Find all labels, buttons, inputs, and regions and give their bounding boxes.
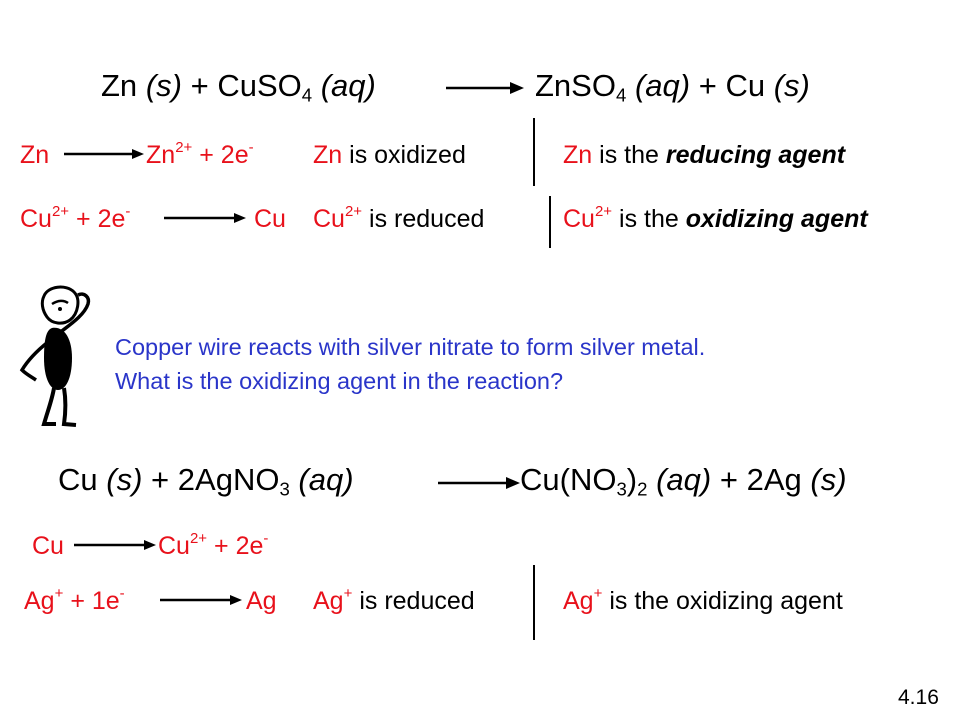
cu-half-reaction-rhs: Cu — [254, 205, 286, 233]
cu-half-reaction-lhs: Cu2+ + 2e- — [20, 202, 131, 233]
zn-half-reaction-lhs: Zn — [20, 141, 50, 169]
cu-formula: Cu — [725, 68, 766, 103]
cuso4-formula: CuSO4 — [217, 68, 313, 106]
reaction-arrow-1 — [446, 82, 524, 94]
plus-sign: + — [151, 462, 170, 497]
cu-reduced-statement: Cu2+ is reduced — [313, 202, 485, 233]
equation-2-products: Cu(NO3)2 (aq) + 2Ag (s) — [520, 462, 847, 498]
half-reaction-arrow-3 — [74, 540, 156, 550]
cuno32-formula: Cu(NO3)2 — [520, 462, 648, 500]
zn-formula: Zn — [101, 68, 138, 103]
state-aqueous: (aq) — [634, 68, 691, 103]
half-reaction-arrow-1 — [64, 149, 144, 159]
question-line-2: What is the oxidizing agent in the react… — [115, 368, 564, 394]
state-solid: (s) — [145, 68, 182, 103]
state-solid: (s) — [773, 68, 810, 103]
plus-sign: + — [190, 68, 209, 103]
question-text: Copper wire reacts with silver nitrate t… — [115, 330, 705, 398]
thinking-stick-figure-icon — [19, 285, 91, 427]
ag-reduced-statement: Ag+ is reduced — [313, 584, 475, 615]
slide-number: 4.16 — [898, 686, 939, 709]
cu-oxidation-rhs: Cu2+ + 2e- — [158, 529, 269, 560]
divider-line — [533, 565, 535, 640]
zn-half-reaction-rhs: Zn2+ + 2e- — [146, 138, 254, 169]
ag-oxidizing-agent-statement: Ag+ is the oxidizing agent — [563, 584, 843, 615]
ag-reduction-lhs: Ag+ + 1e- — [24, 584, 125, 615]
oxidizing-agent-statement: Cu2+ is the oxidizing agent — [563, 202, 868, 233]
reducing-agent-statement: Zn is the reducing agent — [563, 141, 846, 169]
agno3-formula: 2AgNO3 — [177, 462, 290, 500]
half-reaction-arrow-2 — [164, 213, 246, 223]
ag-formula: 2Ag — [746, 462, 802, 497]
state-solid: (s) — [106, 462, 143, 497]
state-aqueous: (aq) — [656, 462, 712, 497]
equation-1-products: ZnSO4 (aq) + Cu (s) — [535, 68, 810, 104]
zn-oxidized-statement: Zn is oxidized — [313, 141, 466, 169]
equation-1-reactants: Zn (s) + CuSO4 (aq) — [101, 68, 376, 104]
cu-oxidation-lhs: Cu — [32, 532, 64, 560]
znso4-formula: ZnSO4 — [535, 68, 627, 106]
state-aqueous: (aq) — [320, 68, 376, 103]
question-line-1: Copper wire reacts with silver nitrate t… — [115, 334, 706, 360]
plus-sign: + — [698, 68, 717, 103]
plus-sign: + — [719, 462, 738, 497]
half-reaction-arrow-4 — [160, 595, 242, 605]
divider-line — [533, 118, 535, 186]
divider-line — [549, 196, 551, 248]
equation-2-reactants: Cu (s) + 2AgNO3 (aq) — [58, 462, 354, 498]
state-aqueous: (aq) — [298, 462, 354, 497]
state-solid: (s) — [810, 462, 847, 497]
reaction-arrow-2 — [438, 477, 520, 489]
ag-reduction-rhs: Ag — [246, 587, 277, 615]
cu-formula: Cu — [58, 462, 98, 497]
